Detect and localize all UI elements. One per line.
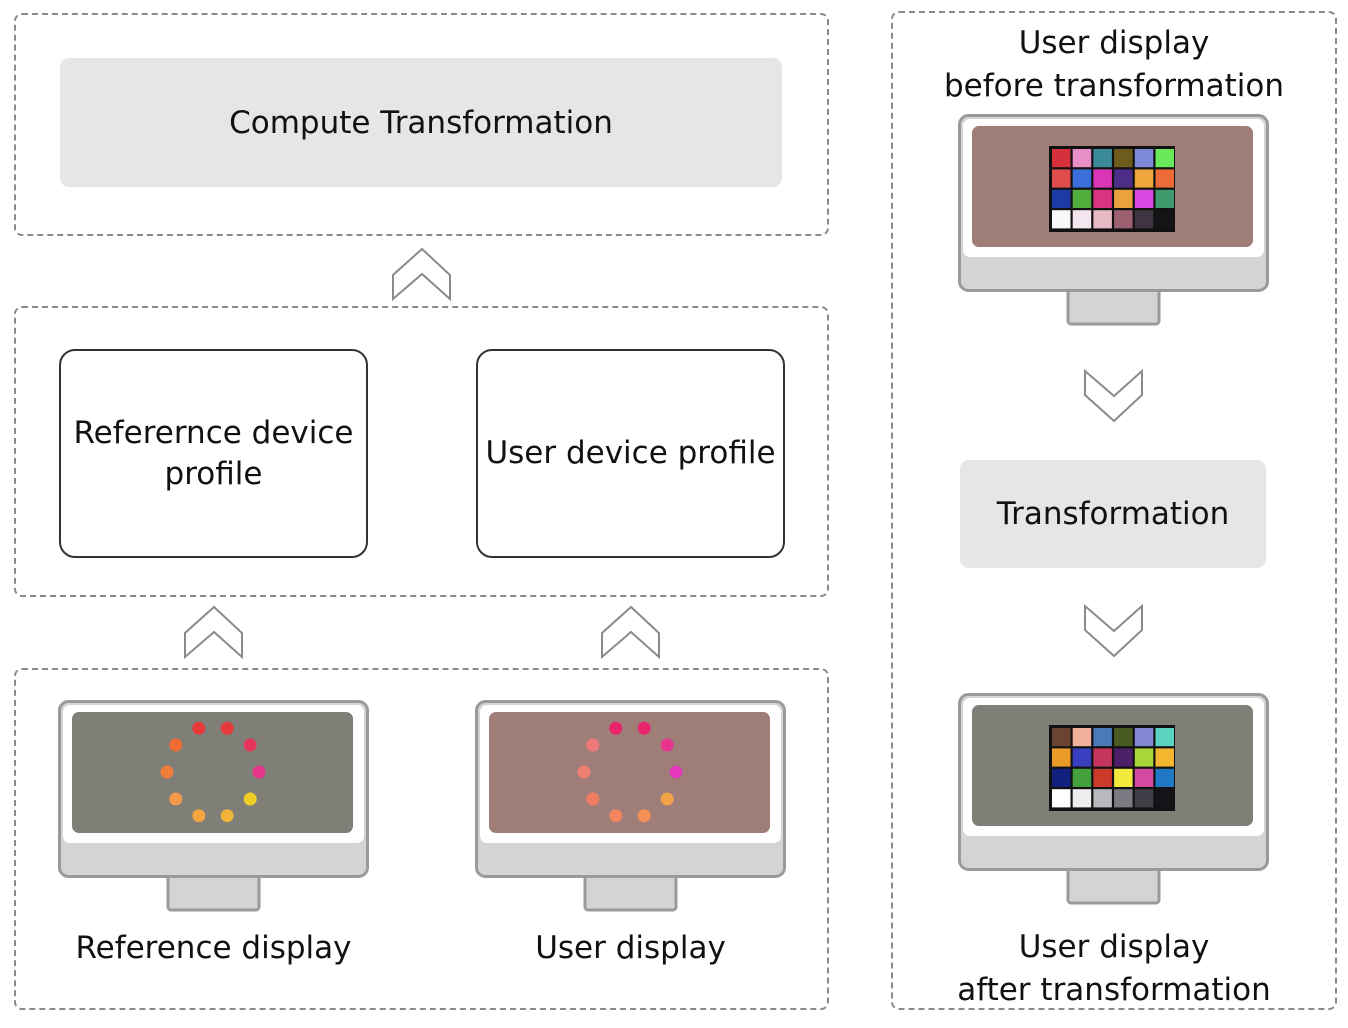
checker-patch: [1072, 748, 1092, 767]
checker-patch: [1134, 149, 1154, 168]
reference-device-profile-label: Referernce device profile: [73, 415, 354, 492]
checker-patch: [1072, 149, 1092, 168]
checker-patch: [1072, 210, 1092, 229]
checker-patch: [1134, 768, 1154, 787]
checker-patch: [1072, 169, 1092, 188]
checker-patch: [1134, 789, 1154, 808]
ring-dot: [637, 809, 651, 823]
user-monitor: [475, 700, 786, 912]
ring-dot: [169, 738, 183, 752]
ring-dot: [243, 792, 257, 806]
checker-patch: [1114, 728, 1133, 747]
ring-dot: [609, 809, 623, 823]
checker-patch: [1072, 728, 1092, 747]
checker-patch: [1093, 149, 1112, 168]
checker-patch: [1114, 149, 1133, 168]
user-screen: [489, 712, 770, 833]
checker-patch: [1155, 728, 1174, 747]
reference-monitor: [58, 700, 369, 912]
checker-patch: [1134, 210, 1154, 229]
checker-patch: [1093, 748, 1112, 767]
reference-screen: [72, 712, 353, 833]
checker-patch: [1052, 748, 1071, 767]
loading-ring-icon: [160, 721, 266, 823]
checker-patch: [1052, 768, 1071, 787]
checker-patch: [1134, 728, 1154, 747]
checker-patch: [1155, 768, 1174, 787]
checker-patch: [1093, 189, 1112, 208]
up-chevron-icon: [392, 247, 451, 302]
color-checker-chart: [1049, 725, 1175, 811]
up-chevron-icon: [601, 605, 660, 660]
up-chevron-icon: [184, 605, 243, 660]
transformation-label: Transformation: [996, 496, 1230, 532]
checker-patch: [1155, 789, 1174, 808]
profiles-group: [14, 306, 829, 597]
before-transformation-caption: User display before transformation: [944, 25, 1284, 104]
checker-patch: [1052, 149, 1071, 168]
checker-patch: [1155, 169, 1174, 188]
ring-dot: [586, 792, 600, 806]
checker-patch: [1155, 189, 1174, 208]
checker-patch: [1052, 169, 1071, 188]
ring-dot: [252, 765, 266, 779]
checker-patch: [1155, 149, 1174, 168]
checker-patch: [1093, 768, 1112, 787]
color-checker-chart: [1049, 146, 1175, 232]
down-chevron-icon: [1084, 368, 1143, 423]
before-monitor: [958, 114, 1269, 326]
transformation-column: [891, 11, 1337, 1010]
ring-dot: [637, 721, 651, 735]
displays-group: [14, 668, 829, 1010]
user-device-profile-box: User device profile: [476, 349, 785, 558]
ring-dot: [192, 721, 206, 735]
checker-patch: [1072, 768, 1092, 787]
checker-patch: [1134, 189, 1154, 208]
checker-patch: [1134, 748, 1154, 767]
checker-patch: [1114, 210, 1133, 229]
reference-display-caption: Reference display: [75, 930, 352, 966]
checker-patch: [1114, 789, 1133, 808]
ring-dot: [160, 765, 174, 779]
transformation-box: Transformation: [960, 460, 1266, 568]
ring-dot: [660, 738, 674, 752]
ring-dot: [660, 792, 674, 806]
ring-dot: [669, 765, 683, 779]
checker-patch: [1134, 169, 1154, 188]
after-transformation-caption: User display after transformation: [957, 929, 1271, 1008]
ring-dot: [243, 738, 257, 752]
checker-patch: [1052, 728, 1071, 747]
compute-group: [14, 13, 829, 236]
ring-dot: [609, 721, 623, 735]
checker-patch: [1072, 189, 1092, 208]
checker-patch: [1093, 210, 1112, 229]
checker-patch: [1052, 789, 1071, 808]
checker-patch: [1114, 169, 1133, 188]
ring-dot: [577, 765, 591, 779]
checker-patch: [1114, 189, 1133, 208]
checker-patch: [1114, 748, 1133, 767]
loading-ring-icon: [577, 721, 683, 823]
ring-dot: [586, 738, 600, 752]
checker-patch: [1093, 169, 1112, 188]
checker-patch: [1052, 189, 1071, 208]
checker-patch: [1155, 210, 1174, 229]
user-display-caption: User display: [535, 930, 726, 966]
compute-transformation-box: Compute Transformation: [60, 58, 782, 187]
checker-patch: [1155, 748, 1174, 767]
checker-patch: [1072, 789, 1092, 808]
after-monitor: [958, 693, 1269, 905]
user-device-profile-label: User device profile: [485, 435, 776, 472]
ring-dot: [169, 792, 183, 806]
ring-dot: [220, 809, 234, 823]
down-chevron-icon: [1084, 603, 1143, 658]
compute-transformation-label: Compute Transformation: [229, 104, 613, 141]
reference-device-profile-box: Referernce device profile: [59, 349, 368, 558]
checker-patch: [1093, 728, 1112, 747]
checker-patch: [1052, 210, 1071, 229]
checker-patch: [1114, 768, 1133, 787]
ring-dot: [220, 721, 234, 735]
ring-dot: [192, 809, 206, 823]
checker-patch: [1093, 789, 1112, 808]
